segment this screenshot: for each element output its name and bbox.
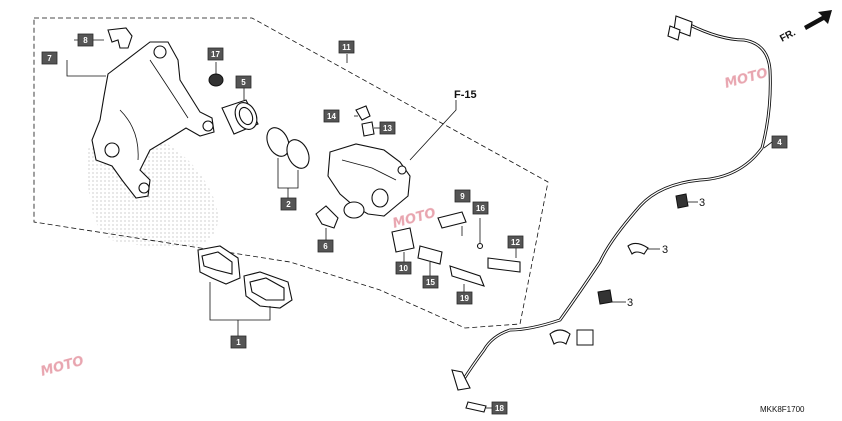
callout-14: 14: [323, 109, 340, 123]
callout-17: 17: [207, 47, 224, 61]
callout-6: 6: [317, 239, 334, 253]
svg-text:9: 9: [460, 192, 465, 201]
brake-pad-right: [243, 271, 293, 309]
svg-text:1: 1: [236, 338, 241, 347]
svg-text:18: 18: [495, 404, 504, 413]
svg-text:11: 11: [342, 43, 351, 52]
callout-3a: 3: [699, 197, 705, 209]
callout-12: 12: [507, 235, 524, 249]
svg-text:8: 8: [83, 36, 88, 45]
caliper-body: [327, 143, 411, 219]
callout-7: 7: [41, 51, 58, 65]
piston-seal-inner: [286, 139, 310, 169]
svg-text:10: 10: [399, 264, 408, 273]
bleeder-screw: [361, 121, 375, 137]
callout-4: 4: [771, 135, 788, 149]
clamp-3b: [627, 242, 649, 255]
clamp-3a: [675, 193, 689, 209]
callout-16: 16: [472, 201, 489, 215]
brake-pad-left: [197, 245, 241, 285]
svg-text:6: 6: [323, 242, 328, 251]
unlabeled-box: [576, 329, 594, 346]
callout-10: 10: [395, 261, 412, 275]
svg-text:4: 4: [777, 138, 782, 147]
svg-text:14: 14: [327, 112, 336, 121]
svg-text:MOTO: MOTO: [39, 354, 85, 380]
callout-8: 8: [77, 33, 94, 47]
svg-text:17: 17: [211, 50, 220, 59]
svg-text:MOTO: MOTO: [723, 66, 769, 92]
callout-13: 13: [379, 121, 396, 135]
boot-15: [417, 245, 443, 265]
callout-18: 18: [491, 401, 508, 415]
leader-lines: [66, 39, 773, 409]
diagram-code: MKK8F1700: [760, 405, 805, 414]
caliper-bracket: [91, 41, 215, 199]
callout-3c: 3: [627, 297, 633, 309]
callout-15: 15: [422, 275, 439, 289]
callout-5: 5: [235, 75, 252, 89]
boot-10: [391, 227, 415, 253]
svg-text:13: 13: [383, 124, 392, 133]
callout-2: 2: [280, 197, 297, 211]
clamp-main: [549, 329, 571, 345]
bleeder-valve: [355, 105, 371, 121]
pad-spring: [315, 205, 339, 229]
svg-text:7: 7: [47, 54, 52, 63]
svg-text:MOTO: MOTO: [391, 206, 437, 232]
svg-text:19: 19: [460, 294, 469, 303]
slide-pin-9: [437, 211, 467, 229]
callout-19: 19: [456, 291, 473, 305]
bolt-19: [449, 265, 485, 287]
svg-text:FR.: FR.: [778, 27, 798, 44]
ring-16: [476, 242, 484, 250]
svg-text:16: 16: [476, 204, 485, 213]
svg-text:15: 15: [426, 278, 435, 287]
sensor-bolt: [465, 401, 487, 413]
svg-text:12: 12: [511, 238, 520, 247]
front-direction-arrow: FR.: [778, 10, 832, 45]
brake-piston: [221, 99, 259, 135]
callout-1: 1: [230, 335, 247, 349]
bleeder-cap: [208, 73, 224, 87]
pin-12: [487, 257, 521, 273]
svg-text:5: 5: [241, 78, 246, 87]
retainer-clip: [107, 27, 133, 49]
assembly-outline: [33, 17, 549, 329]
piston-seal-outer: [266, 127, 290, 157]
callout-11: 11: [338, 40, 355, 54]
callout-3b: 3: [662, 244, 668, 256]
clamp-3c: [597, 289, 613, 305]
svg-text:2: 2: [286, 200, 291, 209]
callout-9: 9: [454, 189, 471, 203]
section-reference: F-15: [454, 89, 477, 101]
sensor-harness: [451, 15, 772, 391]
